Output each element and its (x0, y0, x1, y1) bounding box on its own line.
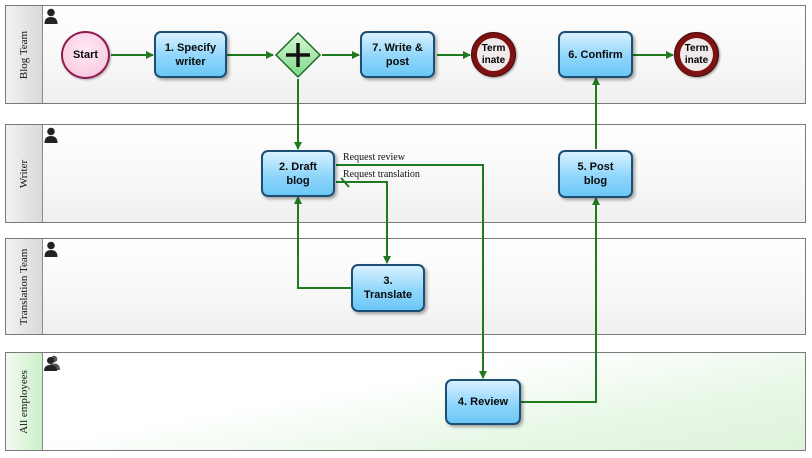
task-translate[interactable]: 3. Translate (351, 264, 425, 312)
task-confirm[interactable]: 6. Confirm (558, 31, 633, 78)
task-write-and-post[interactable]: 7. Write & post (360, 31, 435, 78)
start-label: Start (72, 49, 99, 61)
task-label: 5. Post blog (577, 161, 614, 187)
flow-label-request-translation: Request translation (343, 169, 420, 180)
lane-header: Blog Team (6, 6, 43, 103)
person-icon (44, 127, 58, 143)
task-label: 3. Translate (363, 275, 413, 301)
terminate-inner: Terminate (477, 38, 510, 71)
task-post-blog[interactable]: 5. Post blog (558, 150, 633, 198)
default-flow-marker (340, 177, 350, 188)
parallel-gateway-plus-icon[interactable] (274, 31, 322, 79)
task-label: 4. Review (457, 396, 509, 408)
task-specify-writer[interactable]: 1. Specify writer (154, 31, 227, 78)
terminate-label: Terminate (481, 42, 506, 66)
lane-header: All employees (6, 353, 43, 450)
person-icon (44, 241, 58, 257)
task-label: 7. Write & post (372, 41, 423, 68)
terminate-label: Terminate (684, 42, 709, 66)
start-event[interactable]: Start (61, 31, 110, 79)
flow-review-to-post (521, 197, 600, 403)
lane-header: Writer (6, 125, 43, 222)
lane-writer: Writer (5, 124, 806, 223)
terminate-event-1[interactable]: Terminate (471, 32, 516, 77)
flow-label-request-review: Request review (343, 152, 405, 163)
task-draft-blog[interactable]: 2. Draft blog (261, 150, 335, 197)
lane-header: Translation Team (6, 239, 43, 334)
task-label: 1. Specify writer (164, 41, 217, 68)
flow-draft-to-review (336, 164, 487, 379)
terminate-event-2[interactable]: Terminate (674, 32, 719, 77)
flow-translate-to-draft (294, 196, 351, 289)
task-review[interactable]: 4. Review (445, 379, 521, 425)
task-label: 6. Confirm (568, 48, 623, 61)
group-icon (44, 355, 60, 371)
terminate-inner: Terminate (680, 38, 713, 71)
task-label: 2. Draft blog (279, 160, 317, 187)
person-icon (44, 8, 58, 24)
flow-draft-to-translate (336, 181, 391, 264)
lane-all-employees: All employees (5, 352, 806, 451)
